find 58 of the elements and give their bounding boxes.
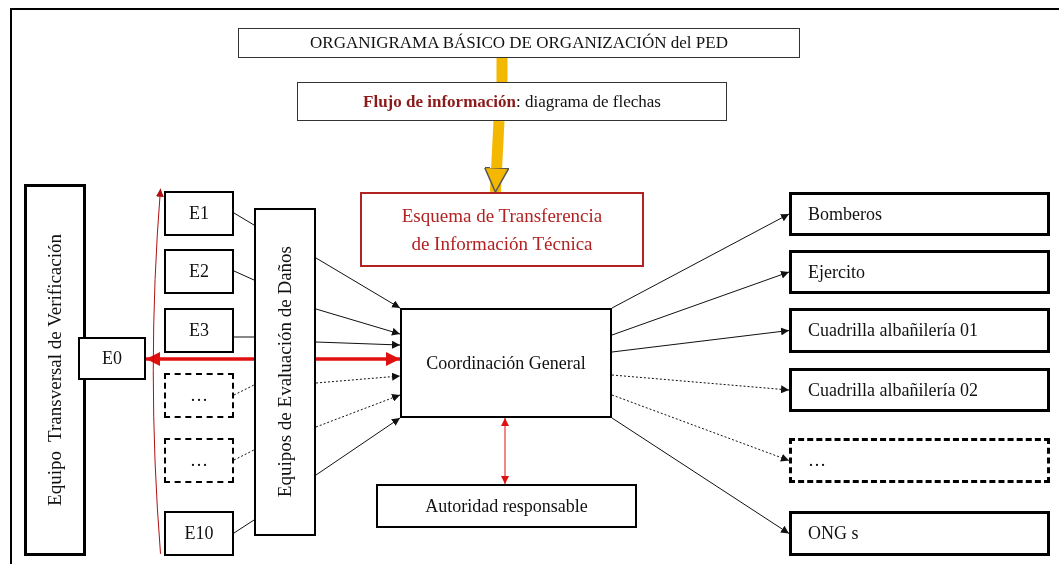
arrow (152, 188, 164, 555)
node-label: E0 (102, 347, 122, 370)
placeholder-box (789, 438, 1050, 483)
arrow (611, 417, 790, 534)
arrow (315, 257, 401, 309)
node-label: Esquema de Transferencia de Información Técnica (400, 203, 604, 256)
node-label: Equipos de Evaluación de Daños (272, 246, 296, 498)
arrow (316, 352, 400, 366)
node-label: Equipo Transversal de Verificación (42, 234, 66, 506)
agency-box (789, 192, 1050, 236)
node-label: ONG s (808, 522, 859, 545)
node-label: Autoridad responsable (425, 494, 588, 518)
process-box (376, 484, 637, 528)
agency-box (789, 308, 1050, 353)
arrow (146, 352, 254, 366)
arrow (315, 308, 401, 336)
arrow (483, 120, 510, 193)
arrow (315, 340, 401, 349)
process-box (78, 337, 146, 380)
agency-box (789, 511, 1050, 556)
connector-line (233, 270, 255, 281)
arrow (611, 327, 790, 353)
arrow (611, 270, 790, 336)
node-label: Cuadrilla albañilería 01 (808, 319, 978, 342)
connector-line (233, 519, 255, 534)
vertical-team-box (254, 208, 316, 536)
vertical-team-box (24, 184, 86, 556)
node-label: E1 (189, 202, 209, 225)
agency-box (789, 368, 1050, 412)
placeholder-box (164, 373, 234, 418)
arrow (315, 417, 401, 476)
node-label: E2 (189, 260, 209, 283)
process-box (400, 308, 612, 418)
process-box (164, 511, 234, 556)
agency-box (789, 250, 1050, 294)
arrow (611, 213, 790, 309)
process-box (164, 308, 234, 353)
node-label: … (190, 384, 208, 407)
process-box (164, 191, 234, 236)
title-box (238, 28, 800, 58)
node-label: Flujo de información: diagrama de flechas (363, 90, 661, 113)
placeholder-box (164, 438, 234, 483)
title-box (297, 82, 727, 121)
node-label: Bomberos (808, 202, 882, 226)
node-label: Cuadrilla albañilería 02 (808, 378, 978, 402)
node-label: … (808, 449, 826, 472)
connector-line (233, 212, 255, 226)
scheme-title-box (360, 192, 644, 267)
connector-line (233, 336, 255, 338)
node-label: … (190, 449, 208, 472)
arrow (501, 417, 509, 485)
node-label: ORGANIGRAMA BÁSICO DE ORGANIZACIÓN del PED (310, 32, 728, 55)
node-label: Ejercito (808, 260, 865, 284)
node-label: Coordinación General (426, 351, 586, 375)
connector-line (496, 58, 508, 82)
node-label: E10 (184, 522, 214, 545)
node-label: E3 (189, 319, 209, 342)
process-box (164, 249, 234, 294)
